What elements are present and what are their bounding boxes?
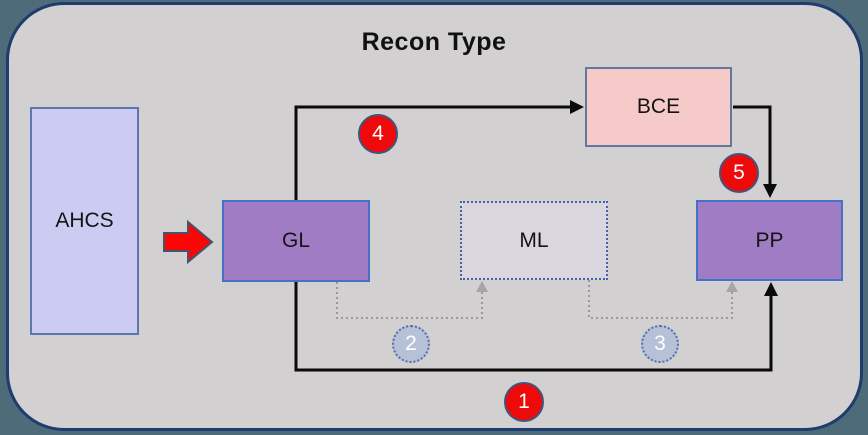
step-badge-3-number: 3: [654, 332, 666, 355]
node-gl-label: GL: [281, 229, 310, 252]
step-badge-1-number: 1: [518, 390, 530, 413]
node-ml-label: ML: [519, 228, 549, 252]
node-gl: GL: [222, 200, 370, 282]
step-badge-1: 1: [504, 382, 544, 422]
node-bce: BCE: [585, 67, 732, 147]
node-ml: ML: [460, 201, 608, 280]
step-badge-3: 3: [641, 325, 679, 363]
step-badge-4-number: 4: [372, 122, 384, 145]
node-bce-label: BCE: [636, 95, 681, 118]
node-ahcs: AHCS: [30, 107, 139, 335]
step-badge-5-number: 5: [733, 161, 745, 184]
step-badge-5: 5: [719, 153, 759, 193]
node-pp: PP: [696, 200, 843, 281]
step-badge-2: 2: [392, 325, 430, 363]
node-pp-label: PP: [755, 228, 784, 252]
diagram-title: Recon Type: [361, 28, 507, 56]
step-badge-4: 4: [358, 114, 398, 154]
step-badge-2-number: 2: [405, 332, 417, 355]
node-ahcs-label: AHCS: [55, 209, 114, 232]
